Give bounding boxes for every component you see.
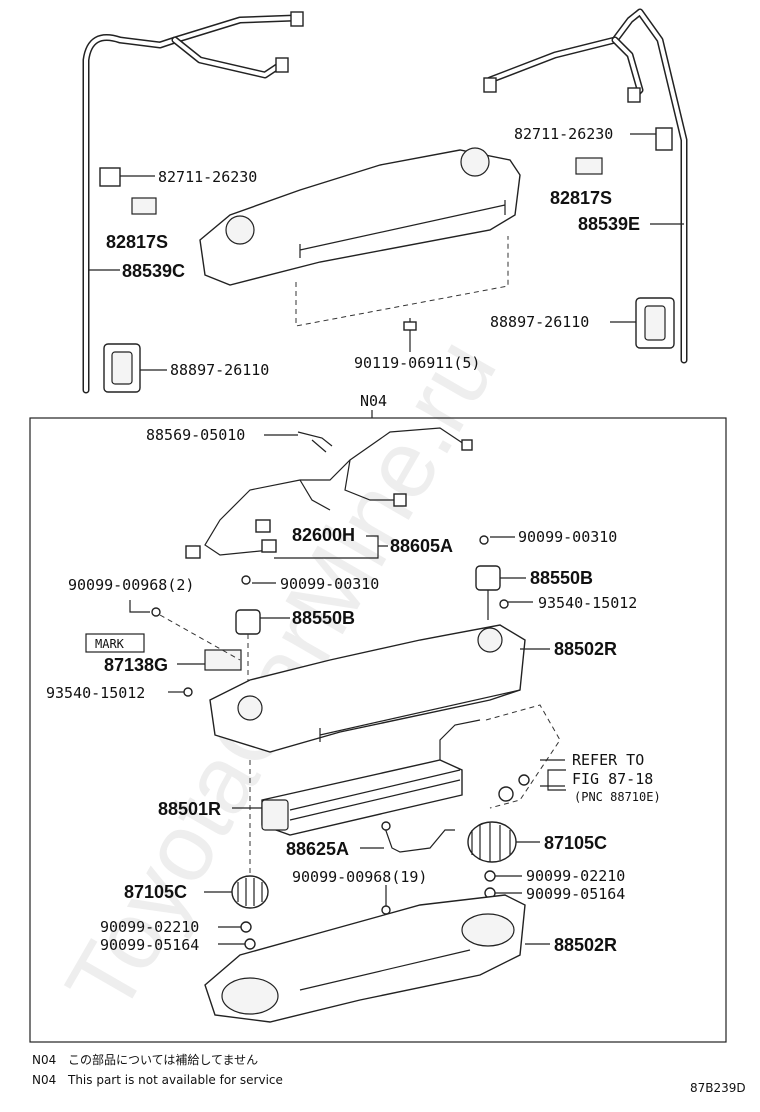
leader-lines (88, 133, 684, 945)
label-screw-l-qty: 90099-00968(2) (68, 576, 194, 594)
label-pad-left: 82817S (106, 232, 168, 252)
hose-right-drawing (483, 8, 688, 364)
label-nut-r: 90099-05164 (526, 885, 625, 903)
thermistor-drawing (159, 614, 242, 671)
label-clamp-left: 82711-26230 (158, 168, 257, 186)
label-hose-left: 88539C (122, 261, 185, 281)
expansion-valve-drawing (485, 704, 565, 809)
label-blower-r: 87105C (544, 833, 607, 853)
note-jp-code: N04 (32, 1053, 56, 1067)
sensor-drawing (297, 431, 333, 453)
blower-right-drawing (467, 821, 517, 863)
label-screw-r1: 90099-00310 (518, 528, 617, 546)
label-sensor: 88569-05010 (146, 426, 245, 444)
label-hose-right: 88539E (578, 214, 640, 234)
clamp-pad-left-drawing (99, 167, 157, 215)
hose-left-drawing (82, 11, 304, 394)
bolt-top-drawing (403, 318, 417, 345)
label-blower-l: 87105C (124, 882, 187, 902)
refer-line2: FIG 87-18 (572, 770, 653, 788)
wire-harness-drawing (185, 427, 473, 559)
refer-line1: REFER TO (572, 751, 644, 769)
label-screw-r2: 93540-15012 (538, 594, 637, 612)
screws-drawing (151, 535, 509, 697)
grommet-left-drawing (103, 343, 141, 393)
label-servo-l: 88550B (292, 608, 355, 628)
label-evaporator: 88501R (158, 799, 221, 819)
label-mark: MARK (95, 637, 125, 651)
note-jp-text: この部品については補給してません (68, 1052, 258, 1067)
upper-case-top-drawing (199, 147, 521, 327)
label-thermistor: 87138G (104, 655, 168, 675)
mark-box (85, 633, 145, 653)
grommet-right-drawing (635, 297, 675, 349)
label-wire-h: 82600H (292, 525, 355, 545)
label-pad-right: 82817S (550, 188, 612, 208)
figure-code: 87B239D (690, 1081, 746, 1095)
label-grommet-left: 88897-26110 (170, 361, 269, 379)
lower-case-drawing (204, 894, 526, 1023)
label-screw-l2: 93540-15012 (46, 684, 145, 702)
clamp-pad-right-drawing (575, 127, 673, 175)
label-clamp-right: 82711-26230 (514, 125, 613, 143)
upper-case-drawing (209, 624, 526, 753)
servo-right-drawing (475, 565, 501, 620)
label-bolt-top: 90119-06911(5) (354, 354, 480, 372)
evaporator-drawing (261, 719, 481, 836)
n04-group-box (29, 417, 727, 1043)
note-en-text: This part is not available for service (67, 1073, 283, 1087)
label-group-n04: N04 (360, 392, 387, 410)
label-case-lower: 88502R (554, 935, 617, 955)
label-screw-mid: 90099-00968(19) (292, 868, 427, 886)
label-washer-l1: 90099-02210 (100, 918, 199, 936)
label-grommet-right: 88897-26110 (490, 313, 589, 331)
label-harness: 88625A (286, 839, 349, 859)
harness-drawing (381, 821, 455, 853)
label-nut-l: 90099-05164 (100, 936, 199, 954)
label-washer-r1: 90099-02210 (526, 867, 625, 885)
refer-line3: (PNC 88710E) (574, 790, 661, 804)
label-screw-l: 90099-00310 (280, 575, 379, 593)
note-en-code: N04 (32, 1073, 56, 1087)
label-wire-a: 88605A (390, 536, 453, 556)
label-servo-r: 88550B (530, 568, 593, 588)
label-case-upper: 88502R (554, 639, 617, 659)
